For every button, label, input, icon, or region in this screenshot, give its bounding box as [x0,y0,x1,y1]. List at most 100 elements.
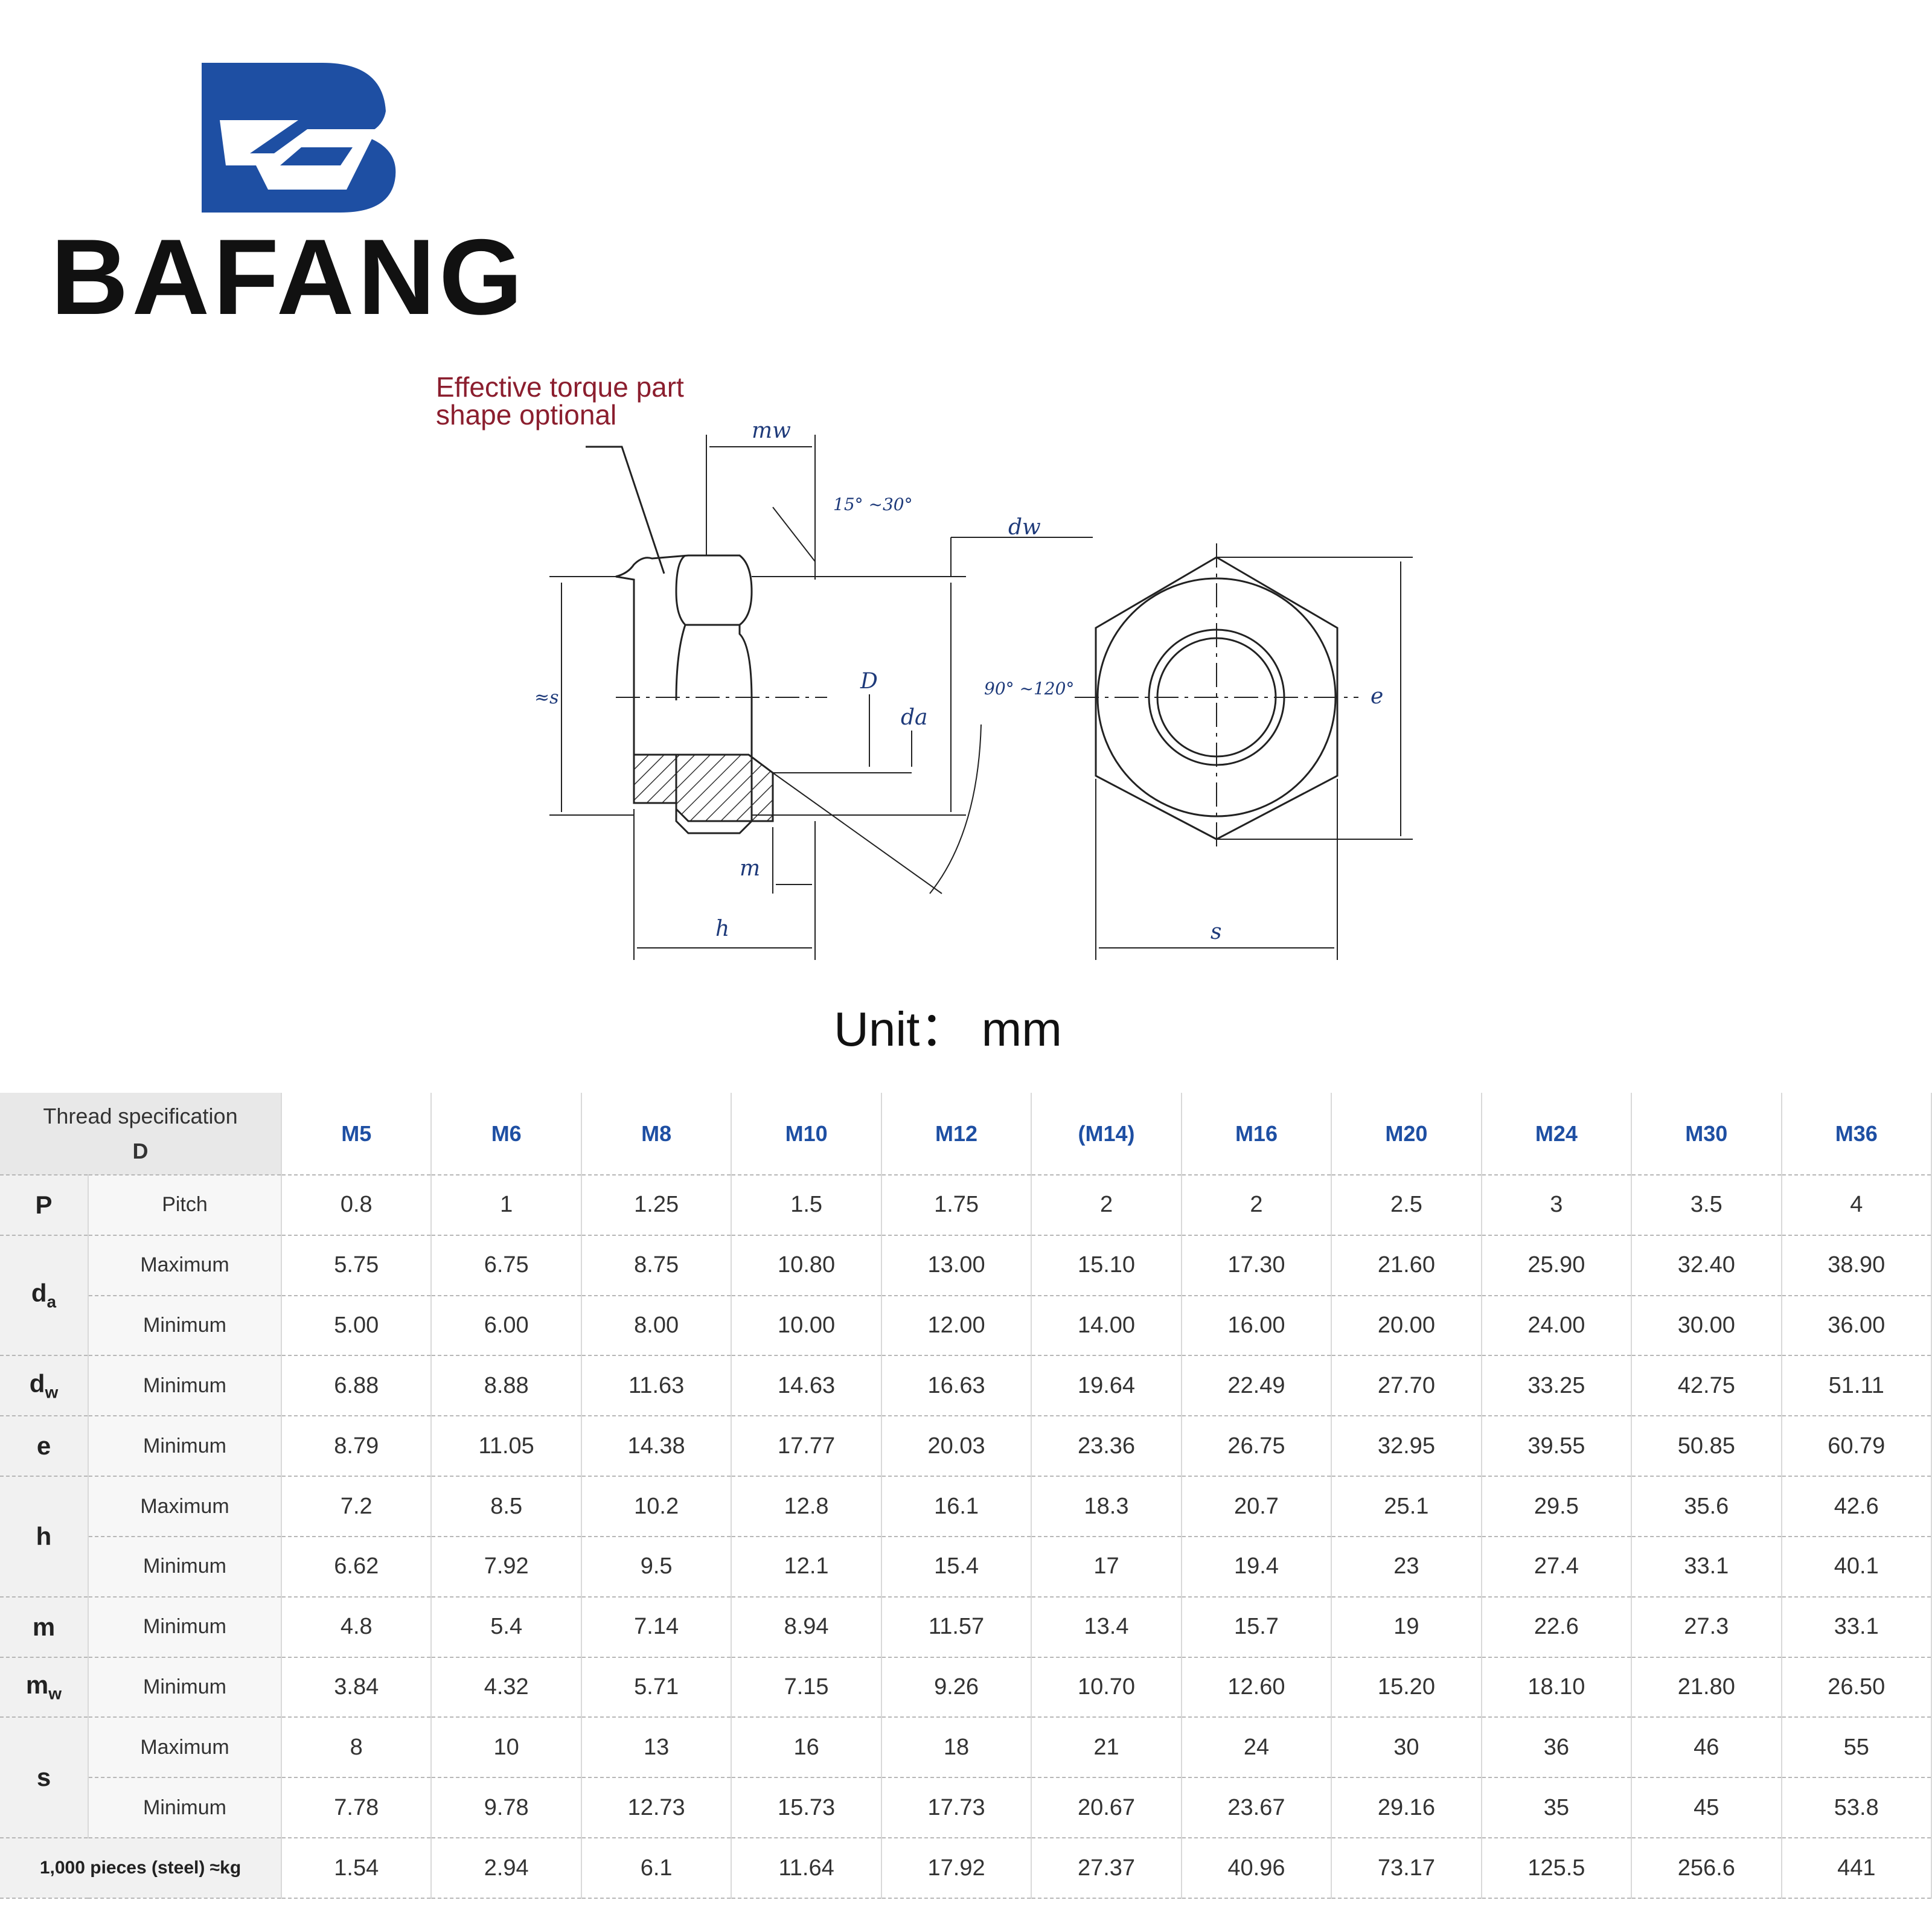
parameter-symbol-subscript: w [48,1684,62,1703]
technical-drawing: mw 15° ~30° dw ≈s D da 90° ~120° e m h s… [411,362,1461,978]
parameter-symbol: s [0,1717,89,1839]
parameter-symbol-letter: e [36,1431,51,1460]
parameter-symbol-letter: P [35,1190,53,1219]
value-cell: 3 [1481,1175,1633,1236]
qualifier-label: Pitch [88,1175,283,1236]
thread-spec-header: Thread specification D [0,1093,283,1176]
parameter-symbol-letter: s [36,1763,51,1792]
value-cell: 12.1 [731,1536,882,1598]
value-cell: 5.4 [431,1596,582,1658]
callout-line-1: Effective torque part [436,371,684,403]
value-cell: 15.4 [881,1536,1032,1598]
value-cell: 7.92 [431,1536,582,1598]
size-header: M30 [1631,1093,1782,1176]
parameter-symbol-letter: d [31,1279,47,1308]
value-cell: 16 [731,1717,882,1779]
brand-name: BAFANG [51,217,526,337]
size-header: M5 [281,1093,432,1176]
value-cell: 2.5 [1331,1175,1482,1236]
value-cell: 35 [1481,1777,1633,1839]
thread-spec-label: Thread specification [43,1103,238,1128]
weight-value-cell: 27.37 [1031,1838,1182,1899]
value-cell: 1.75 [881,1175,1032,1236]
value-cell: 13.4 [1031,1596,1182,1658]
size-header: M36 [1781,1093,1932,1176]
value-cell: 10.80 [731,1235,882,1296]
label-e: e [1371,684,1383,709]
value-cell: 12.60 [1181,1657,1332,1718]
callout-note: Effective torque part shape optional [436,373,684,429]
value-cell: 16.00 [1181,1295,1332,1357]
side-view-outline [615,554,753,834]
value-cell: 32.40 [1631,1235,1782,1296]
parameter-symbol: h [0,1476,89,1598]
value-cell: 1 [431,1175,582,1236]
value-cell: 16.1 [881,1476,1032,1537]
value-cell: 26.50 [1781,1657,1932,1718]
parameter-symbol: mw [0,1657,89,1718]
label-s-approx: ≈s [534,687,559,708]
value-cell: 33.1 [1631,1536,1782,1598]
size-header: M6 [431,1093,582,1176]
value-cell: 13 [581,1717,732,1779]
value-cell: 14.38 [581,1416,732,1477]
value-cell: 3.84 [281,1657,432,1718]
value-cell: 4 [1781,1175,1932,1236]
value-cell: 12.73 [581,1777,732,1839]
value-cell: 15.10 [1031,1235,1182,1296]
size-header: M8 [581,1093,732,1176]
value-cell: 8.75 [581,1235,732,1296]
value-cell: 39.55 [1481,1416,1633,1477]
size-header: M10 [731,1093,882,1176]
value-cell: 27.70 [1331,1355,1482,1417]
table-header-row: Thread specification D M5 M6 M8 M10 M12 … [0,1093,1932,1176]
value-cell: 51.11 [1781,1355,1932,1417]
value-cell: 21.60 [1331,1235,1482,1296]
value-cell: 12.8 [731,1476,882,1537]
value-cell: 42.75 [1631,1355,1782,1417]
value-cell: 2 [1181,1175,1332,1236]
value-cell: 20.00 [1331,1295,1482,1357]
parameter-symbol-letter: m [32,1612,56,1641]
qualifier-label: Maximum [88,1717,283,1779]
value-cell: 6.00 [431,1295,582,1357]
value-cell: 7.78 [281,1777,432,1839]
value-cell: 17 [1031,1536,1182,1598]
value-cell: 8.94 [731,1596,882,1658]
value-cell: 15.7 [1181,1596,1332,1658]
value-cell: 13.00 [881,1235,1032,1296]
value-cell: 10.00 [731,1295,882,1357]
qualifier-label: Minimum [88,1777,283,1839]
qualifier-label: Minimum [88,1596,283,1658]
value-cell: 29.5 [1481,1476,1633,1537]
parameter-symbol: da [0,1235,89,1357]
thread-section [675,753,774,822]
value-cell: 9.78 [431,1777,582,1839]
value-cell: 8.00 [581,1295,732,1357]
callout-leader [586,446,665,574]
value-cell: 20.67 [1031,1777,1182,1839]
value-cell: 6.75 [431,1235,582,1296]
value-cell: 18.3 [1031,1476,1182,1537]
value-cell: 12.00 [881,1295,1032,1357]
value-cell: 23 [1331,1536,1482,1598]
value-cell: 27.4 [1481,1536,1633,1598]
qualifier-label: Minimum [88,1416,283,1477]
value-cell: 24 [1181,1717,1332,1779]
weight-value-cell: 125.5 [1481,1838,1633,1899]
size-header: M20 [1331,1093,1482,1176]
value-cell: 25.90 [1481,1235,1633,1296]
specification-table: Thread specification D M5 M6 M8 M10 M12 … [0,1093,1932,1899]
weight-value-cell: 2.94 [431,1838,582,1899]
value-cell: 22.49 [1181,1355,1332,1417]
value-cell: 55 [1781,1717,1932,1779]
value-cell: 10 [431,1717,582,1779]
qualifier-label: Minimum [88,1295,283,1357]
value-cell: 8.79 [281,1416,432,1477]
